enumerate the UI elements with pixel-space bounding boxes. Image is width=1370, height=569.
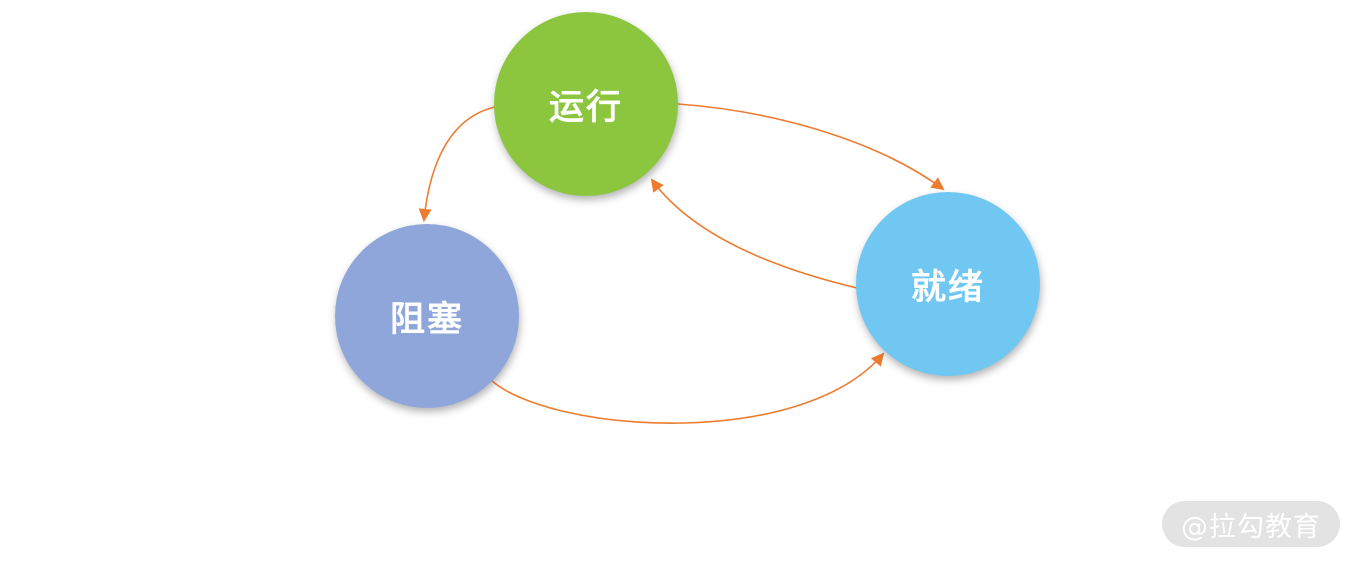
state-node-ready-label: 就绪: [910, 267, 985, 308]
transition-arrow-ready-to-running: [650, 178, 858, 289]
transition-arrow-blocked-to-ready: [489, 352, 885, 424]
state-node-running-label: 运行: [548, 87, 623, 128]
watermark-label: @拉勾教育: [1181, 511, 1321, 543]
state-node-blocked-label: 阻塞: [389, 299, 464, 340]
state-node-running: 运行: [494, 12, 678, 196]
state-node-blocked: 阻塞: [335, 224, 519, 408]
state-node-ready: 就绪: [856, 192, 1040, 376]
watermark-badge: @拉勾教育: [1162, 501, 1340, 547]
transition-arrow-running-to-ready: [677, 103, 945, 191]
transition-arrow-running-to-blocked: [418, 106, 496, 222]
